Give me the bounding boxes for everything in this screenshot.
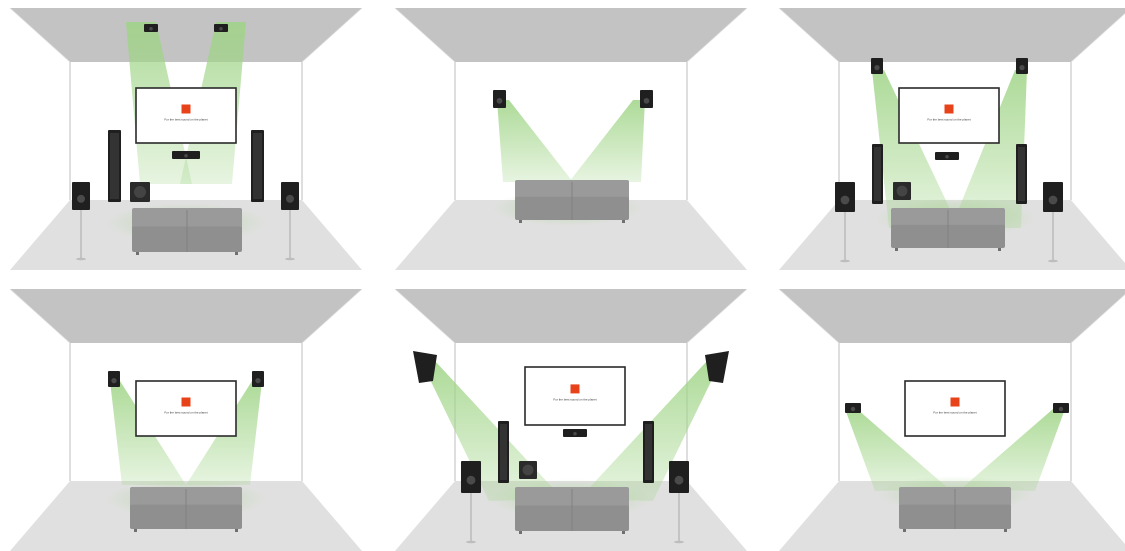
right-height-speaker-driver: [644, 98, 650, 104]
room-scene: For the best sound on the planet: [10, 289, 362, 551]
left-height-speaker-driver: [497, 98, 503, 104]
center-speaker-driver: [573, 432, 577, 436]
sofa-leg-left: [519, 220, 522, 223]
room-diagram-ceiling-speakers: For the best sound on the planet: [10, 8, 362, 270]
ceiling: [10, 289, 362, 343]
left-surround-speaker-stand-base: [840, 260, 850, 263]
left-front-height-speaker-driver: [874, 65, 879, 70]
left-tower-speaker-grille: [500, 424, 507, 480]
ceiling: [779, 8, 1125, 62]
sofa-leg-right: [622, 531, 625, 534]
right-surround-speaker-driver: [286, 195, 294, 203]
room-diagram-rear-height-speakers: [395, 8, 747, 270]
sofa-leg-left: [136, 252, 139, 255]
tv-screen: [136, 381, 236, 436]
left-surround-speaker-stand-base: [466, 541, 476, 544]
left-surround-speaker-driver: [467, 476, 476, 485]
sofa-leg-right: [998, 248, 1001, 251]
left-surround-speaker-stand-base: [76, 258, 86, 261]
tv-screen: [899, 88, 999, 143]
room-scene: For the best sound on the planet: [779, 289, 1125, 551]
sofa-leg-right: [622, 220, 625, 223]
room-diagram-front-height-pair: For the best sound on the planet: [10, 289, 362, 551]
room-scene: For the best sound on the planet: [395, 289, 747, 551]
subwoofer-driver: [897, 186, 908, 197]
right-surround-speaker-driver: [675, 476, 684, 485]
right-tower-speaker-grille: [645, 424, 652, 480]
screen-logo: [182, 398, 191, 407]
sofa-leg-left: [903, 529, 906, 532]
right-surround-speaker-stand-base: [285, 258, 295, 261]
sofa-leg-right: [235, 252, 238, 255]
sofa-leg-left: [519, 531, 522, 534]
left-front-height-speaker-driver: [111, 378, 116, 383]
room-scene: [395, 8, 747, 270]
ceiling: [395, 289, 747, 343]
screen-logo: [571, 384, 580, 393]
right-tower-speaker-grille: [253, 133, 262, 199]
left-tower-speaker-grille: [874, 147, 881, 201]
room-diagram-angled-wall-speakers: For the best sound on the planet: [395, 289, 747, 551]
sofa-leg-right: [1004, 529, 1007, 532]
left-on-wall-speaker-driver: [851, 407, 855, 411]
center-speaker-driver: [945, 155, 949, 159]
right-front-height-speaker-driver: [255, 378, 260, 383]
right-surround-speaker-stand-base: [674, 541, 684, 544]
room-diagram-front-height-full-system: For the best sound on the planet: [779, 8, 1125, 270]
subwoofer-driver: [134, 186, 146, 198]
ceiling: [10, 8, 362, 62]
left-surround-speaker-driver: [841, 196, 850, 205]
right-tower-speaker-grille: [1018, 147, 1025, 201]
sofa-leg-right: [235, 529, 238, 532]
right-surround-speaker-stand-base: [1048, 260, 1058, 263]
subwoofer-driver: [523, 465, 534, 476]
left-surround-speaker-driver: [77, 195, 85, 203]
screen-logo: [951, 398, 960, 407]
room-diagram-on-wall-pair: For the best sound on the planet: [779, 289, 1125, 551]
screen-logo: [945, 105, 954, 114]
screen-caption: For the best sound on the planet: [164, 118, 207, 122]
tv-screen: [525, 367, 625, 425]
room-scene: For the best sound on the planet: [779, 8, 1125, 270]
left-ceiling-speaker-driver: [149, 27, 153, 31]
screen-caption: For the best sound on the planet: [553, 397, 596, 401]
screen-caption: For the best sound on the planet: [164, 411, 207, 415]
right-on-wall-speaker-driver: [1059, 407, 1063, 411]
ceiling: [395, 8, 747, 62]
left-tower-speaker-grille: [110, 133, 119, 199]
center-speaker-driver: [184, 154, 188, 158]
right-ceiling-speaker-driver: [219, 27, 223, 31]
ceiling: [779, 289, 1125, 343]
tv-screen: [905, 381, 1005, 436]
room-scene: For the best sound on the planet: [10, 8, 362, 270]
screen-logo: [182, 105, 191, 114]
screen-caption: For the best sound on the planet: [927, 118, 970, 122]
tv-screen: [136, 88, 236, 143]
right-surround-speaker-driver: [1049, 196, 1058, 205]
sofa-leg-left: [895, 248, 898, 251]
sofa-leg-left: [134, 529, 137, 532]
screen-caption: For the best sound on the planet: [933, 411, 976, 415]
right-front-height-speaker-driver: [1019, 65, 1024, 70]
